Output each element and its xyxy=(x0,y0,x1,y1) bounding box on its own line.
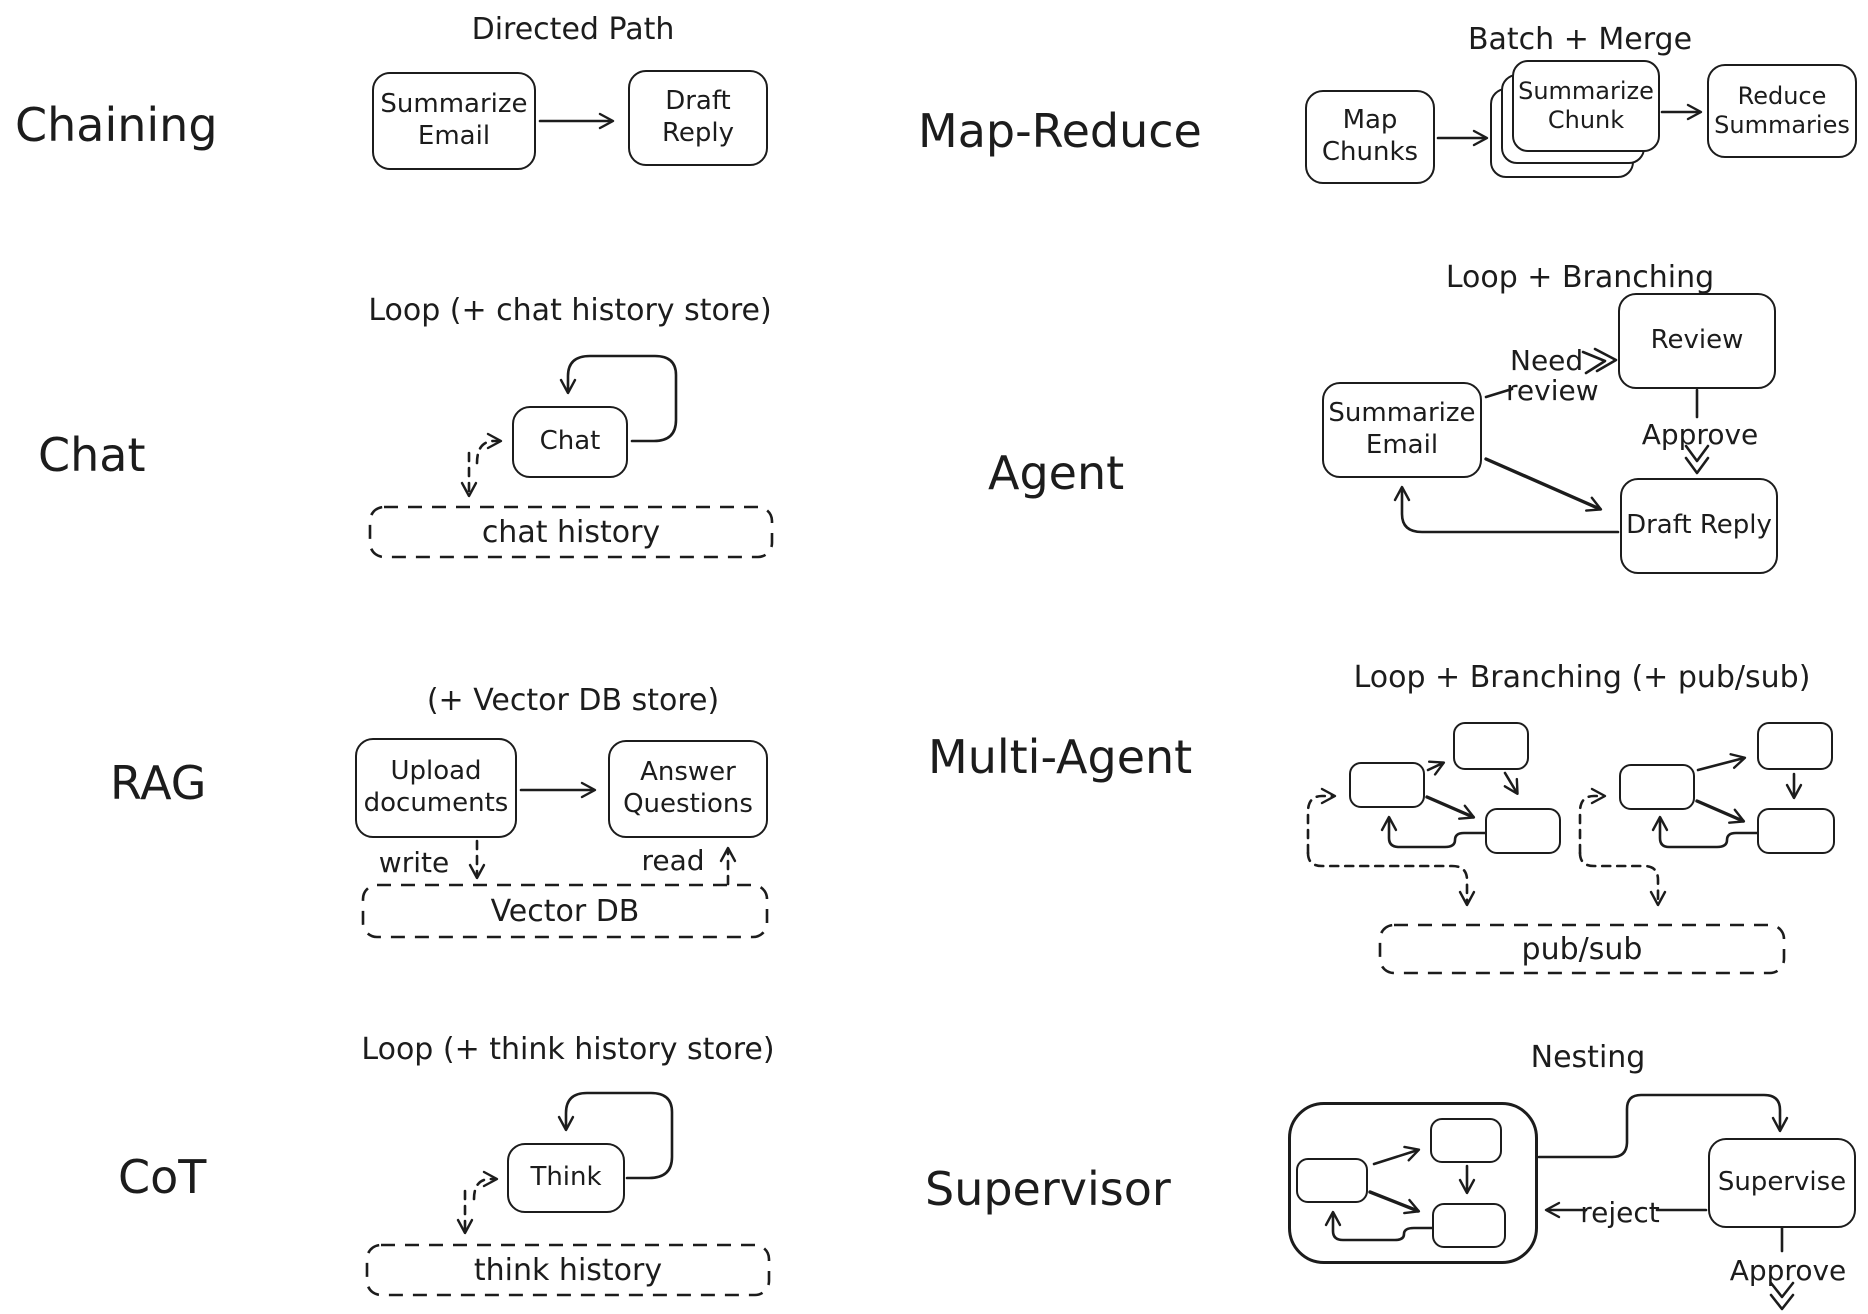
multiagent-r-loop-back xyxy=(1651,815,1759,849)
supervisor-approve-chevron-1 xyxy=(1769,1281,1795,1299)
agent-need-review-chevron-2 xyxy=(1593,347,1618,373)
multiagent-r-box-top xyxy=(1757,722,1833,770)
node-chat: Chat xyxy=(512,406,628,478)
supervisor-inner-arrow-top xyxy=(1372,1145,1421,1166)
cot-title: Loop (+ think history store) xyxy=(361,1032,775,1067)
supervisor-approve-chevron-2 xyxy=(1769,1293,1795,1311)
multiagent-l-arrow-top xyxy=(1426,760,1446,776)
node-upload-documents: Upload documents xyxy=(355,738,517,838)
agent-approve-label: Approve xyxy=(1641,418,1759,451)
node-supervise: Supervise xyxy=(1708,1138,1856,1228)
think-history-store-box xyxy=(365,1243,771,1297)
supervisor-inner-box-top xyxy=(1430,1118,1502,1163)
multi-agent-label: Multi-Agent xyxy=(928,730,1193,784)
node-agent-summarize-email: Summarize Email xyxy=(1322,382,1482,478)
cot-loop-arrow xyxy=(557,1091,674,1180)
multiagent-l-pub-arrow xyxy=(1306,851,1476,907)
rag-write-label: write xyxy=(378,846,450,879)
chat-label: Chat xyxy=(38,428,146,482)
rag-label: RAG xyxy=(110,756,207,810)
multiagent-r-sub-arrow xyxy=(1578,787,1607,855)
multiagent-l-arrow-diag xyxy=(1425,795,1476,820)
multiagent-l-box-bottom xyxy=(1485,808,1561,854)
supervisor-title: Nesting xyxy=(1530,1040,1646,1075)
node-draft-reply: Draft Reply xyxy=(628,70,768,166)
node-answer-questions: Answer Questions xyxy=(608,740,768,838)
supervisor-nested-container xyxy=(1288,1102,1538,1264)
multiagent-l-box-top xyxy=(1453,722,1529,770)
chaining-title: Directed Path xyxy=(471,12,675,47)
chat-history-store-box xyxy=(368,505,774,559)
multiagent-r-box-left xyxy=(1619,764,1695,810)
supervisor-inner-box-left xyxy=(1296,1158,1368,1203)
supervisor-label: Supervisor xyxy=(925,1162,1171,1216)
chat-history-store-label: chat history xyxy=(481,514,661,550)
think-history-store-label: think history xyxy=(473,1252,663,1288)
agent-approve-chevron-2 xyxy=(1684,456,1710,475)
pub-sub-store-label: pub/sub xyxy=(1521,931,1643,967)
agent-title: Loop + Branching xyxy=(1445,260,1715,295)
agent-loop-back-arrow xyxy=(1393,485,1620,534)
multiagent-l-box-left xyxy=(1349,762,1425,808)
agent-label: Agent xyxy=(988,446,1125,500)
multiagent-r-arrow-diag xyxy=(1695,799,1746,824)
node-map-chunks: Map Chunks xyxy=(1305,90,1435,184)
rag-title: (+ Vector DB store) xyxy=(426,683,720,718)
agent-need-review-chevron-1 xyxy=(1581,350,1607,375)
cot-label: CoT xyxy=(118,1150,207,1204)
multiagent-r-arrow-top xyxy=(1696,753,1747,772)
cot-history-read-arrow xyxy=(472,1170,499,1201)
multiagent-l-arrow-down xyxy=(1503,771,1519,796)
agent-need-review-leader-line xyxy=(1484,387,1514,399)
need-review-label-line2: review xyxy=(1506,374,1599,407)
node-summarize-chunk: Summarize Chunk xyxy=(1512,60,1660,152)
map-reduce-label: Map-Reduce xyxy=(918,104,1202,158)
chat-history-read-arrow xyxy=(475,432,503,465)
vector-db-store-label: Vector DB xyxy=(490,893,640,929)
map-reduce-title: Batch + Merge xyxy=(1467,22,1693,57)
agent-approve-chevron-1 xyxy=(1684,444,1710,463)
node-think: Think xyxy=(507,1143,625,1213)
pub-sub-store-box xyxy=(1378,923,1786,975)
chat-loop-arrow xyxy=(559,354,678,443)
chaining-label: Chaining xyxy=(15,98,218,152)
supervisor-inner-box-bottom xyxy=(1432,1203,1506,1248)
multiagent-r-box-bottom xyxy=(1757,808,1835,854)
supervisor-reject-label: reject xyxy=(1580,1196,1660,1229)
supervisor-approve-label: Approve xyxy=(1729,1254,1847,1287)
node-agent-draft-reply: Draft Reply xyxy=(1620,478,1778,574)
node-reduce-summaries: Reduce Summaries xyxy=(1707,64,1857,158)
supervisor-inner-arrow-diag xyxy=(1368,1190,1421,1215)
node-summarize-email: Summarize Email xyxy=(372,72,536,170)
supervisor-out-arrow xyxy=(1537,1093,1789,1159)
chat-title: Loop (+ chat history store) xyxy=(368,293,772,328)
multiagent-l-loop-back xyxy=(1380,815,1487,849)
agent-draft-arrow xyxy=(1484,457,1603,512)
rag-read-label: read xyxy=(641,844,705,877)
node-review: Review xyxy=(1618,293,1776,389)
multi-agent-title: Loop + Branching (+ pub/sub) xyxy=(1353,660,1811,695)
need-review-label-line1: Need xyxy=(1510,344,1584,377)
multiagent-l-sub-arrow xyxy=(1306,787,1337,855)
supervisor-inner-loop-back xyxy=(1324,1210,1434,1242)
vector-db-store-box xyxy=(361,883,769,939)
multiagent-r-pub-arrow xyxy=(1578,851,1667,907)
